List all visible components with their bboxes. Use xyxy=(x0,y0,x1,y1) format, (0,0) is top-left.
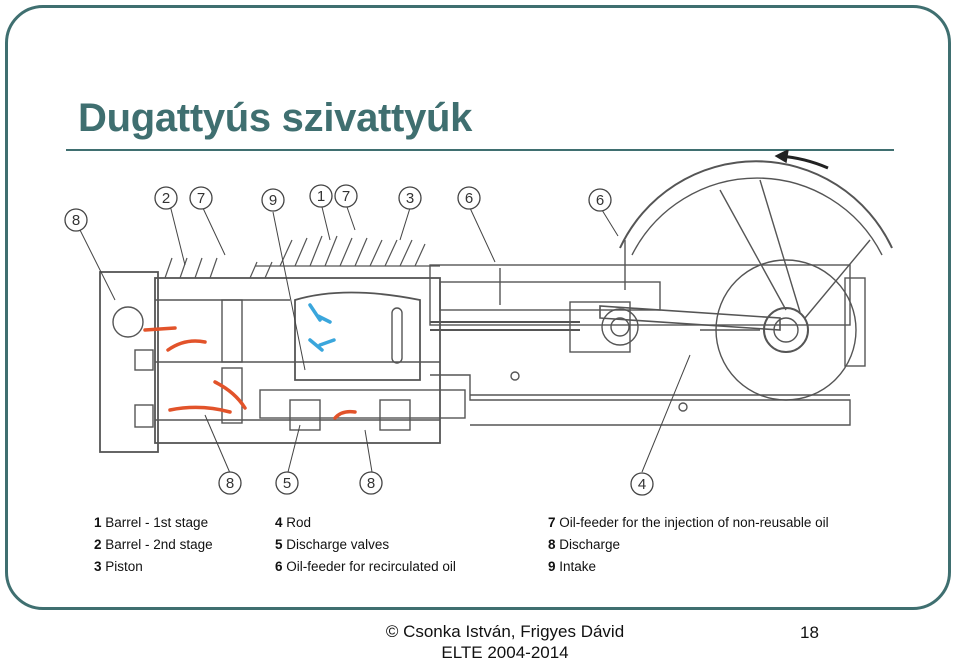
legend-item: 4 Rod xyxy=(275,515,312,530)
svg-text:2: 2 xyxy=(162,190,170,207)
title-underline xyxy=(66,149,894,151)
legend-column-1: 1 Barrel - 1st stage 2 Barrel - 2nd stag… xyxy=(94,512,213,578)
svg-text:9: 9 xyxy=(269,192,277,209)
legend-item: 3 Piston xyxy=(94,559,143,574)
footer-credits: © Csonka István, Frigyes Dávid ELTE 2004… xyxy=(370,621,640,663)
svg-text:5: 5 xyxy=(283,475,291,492)
slide-title: Dugattyús szivattyúk xyxy=(78,96,473,140)
callout-2: 2 xyxy=(154,186,178,210)
legend-item: 7 Oil-feeder for the injection of non-re… xyxy=(548,515,829,530)
pump-cross-section-diagram: 8 2 7 9 1 7 3 6 6 8 5 8 4 xyxy=(64,150,893,496)
legend-item: 6 Oil-feeder for recirculated oil xyxy=(275,559,456,574)
callout-6-left: 6 xyxy=(457,186,481,210)
svg-text:7: 7 xyxy=(342,188,350,205)
svg-text:8: 8 xyxy=(72,212,80,229)
svg-text:6: 6 xyxy=(465,190,473,207)
callout-3: 3 xyxy=(398,186,422,210)
callout-4: 4 xyxy=(630,472,654,496)
legend-column-3: 7 Oil-feeder for the injection of non-re… xyxy=(548,512,829,578)
callout-8-bottom-left: 8 xyxy=(218,471,242,495)
callout-6-right: 6 xyxy=(588,188,612,212)
footer-copyright: © Csonka István, Frigyes Dávid xyxy=(385,622,625,641)
legend-column-2: 4 Rod 5 Discharge valves 6 Oil-feeder fo… xyxy=(275,512,456,578)
footer-institution: ELTE 2004-2014 xyxy=(441,643,569,662)
legend-item: 5 Discharge valves xyxy=(275,537,390,552)
callout-8-top-left: 8 xyxy=(64,208,88,232)
legend-item: 1 Barrel - 1st stage xyxy=(94,515,209,530)
legend-item: 2 Barrel - 2nd stage xyxy=(94,537,213,552)
svg-text:7: 7 xyxy=(197,190,205,207)
callout-7-left: 7 xyxy=(189,186,213,210)
svg-text:1: 1 xyxy=(317,188,325,205)
legend-item: 8 Discharge xyxy=(548,537,621,552)
slide-frame xyxy=(5,5,951,610)
page-number: 18 xyxy=(800,623,819,642)
legend-item: 9 Intake xyxy=(548,559,597,574)
svg-text:3: 3 xyxy=(406,190,414,207)
callout-1: 1 xyxy=(309,184,333,208)
svg-text:4: 4 xyxy=(638,476,646,493)
callout-9: 9 xyxy=(261,188,285,212)
svg-text:8: 8 xyxy=(367,475,375,492)
callout-7-mid: 7 xyxy=(334,184,358,208)
callout-5: 5 xyxy=(275,471,299,495)
svg-text:6: 6 xyxy=(596,192,604,209)
callout-8-bottom-mid: 8 xyxy=(359,471,383,495)
svg-text:8: 8 xyxy=(226,475,234,492)
